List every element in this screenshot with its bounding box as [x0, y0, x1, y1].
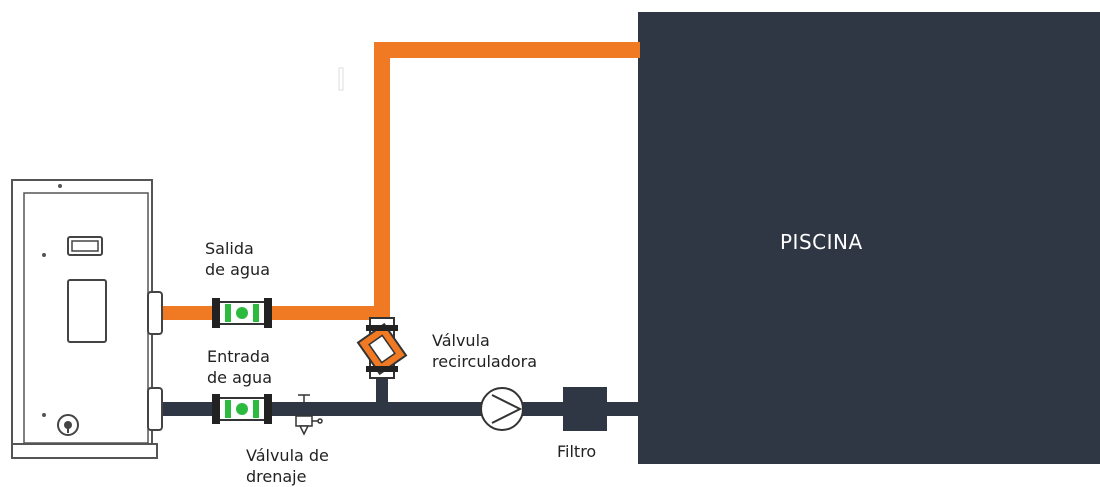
inlet-union-valve [212, 394, 272, 424]
water-inlet-label: Entrada de agua [207, 347, 272, 387]
outlet-union-valve [212, 298, 272, 328]
heat-pump-unit [11, 179, 163, 459]
pool [638, 12, 1100, 464]
filter [563, 387, 607, 431]
display-panel [67, 236, 103, 256]
filter-label: Filtro [557, 442, 597, 461]
recirculation-valve [356, 317, 408, 379]
drain-valve [295, 394, 323, 436]
pool-label: PISCINA [780, 230, 863, 254]
water-outlet-label: Salida de agua [205, 239, 270, 279]
drain-valve-label: Válvula de drenaje [246, 446, 329, 486]
circulation-pump-icon [480, 387, 524, 431]
recirculation-valve-label: Válvula recirculadora [432, 331, 538, 371]
stray-mark [338, 67, 344, 91]
front-panel-window [67, 279, 107, 343]
